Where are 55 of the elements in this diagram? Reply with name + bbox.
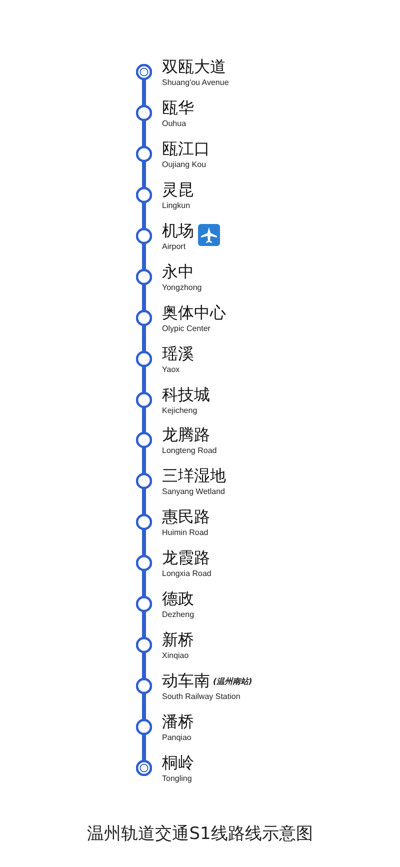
station-name-english: Lingkun (162, 200, 190, 211)
route-line (142, 242, 146, 270)
route-line (142, 529, 146, 556)
route-line (142, 570, 146, 598)
station-name: 惠民路 (162, 508, 210, 526)
route-line (142, 447, 146, 474)
station-name: 潘桥 (162, 713, 194, 732)
station-name-english: Tongling (162, 774, 192, 784)
route-line (142, 202, 146, 229)
station-name: 科技城 (162, 386, 210, 404)
station-name-english: Xinqiao (162, 651, 189, 662)
station-name-english: Airport (162, 242, 186, 252)
station-name: 三垟湿地 (162, 467, 226, 486)
route-line (142, 120, 146, 147)
station-name: 瑶溪 (162, 344, 194, 363)
station-name-english: Olypic Center (162, 324, 210, 334)
route-line (142, 366, 146, 393)
station-name: 奥体中心 (162, 304, 226, 322)
station-name-english: Ouhua (162, 118, 186, 129)
route-line (142, 406, 146, 434)
station-name-english: Panqiao (162, 733, 192, 744)
caption: 温州轨道交通S1线路线示意图 (87, 824, 313, 844)
station-name-english: Dezheng (162, 610, 194, 620)
route-line (142, 652, 146, 680)
station-name-english: Yongzhong (162, 282, 202, 293)
station-name: 新桥 (162, 631, 194, 650)
station-name: 瓯华 (162, 98, 194, 117)
route-line (142, 160, 146, 188)
station-name: 灵昆 (162, 180, 194, 199)
route-line (142, 79, 146, 106)
station-name-english: Oujiang Kou (162, 160, 206, 170)
station-name: 双瓯大道 (162, 58, 226, 76)
route-line (142, 324, 146, 352)
station-name: 动车南 (162, 672, 210, 690)
station-name-english: Sanyang Wetland (162, 487, 226, 498)
station-name-english: Longteng Road (162, 446, 217, 456)
route-line (142, 284, 146, 311)
station-name-english: Huimin Road (162, 528, 208, 538)
station-name: 德政 (162, 590, 194, 608)
station-name-english: Yaox (162, 364, 180, 375)
route-line (142, 488, 146, 516)
station-name: 永中 (162, 262, 194, 281)
route-line (142, 611, 146, 638)
route-line (142, 693, 146, 720)
station-name: 机场 (162, 222, 194, 240)
station-name: 桐岭 (162, 754, 194, 772)
station-name-english: Kejicheng (162, 406, 198, 416)
station-name-english: Longxia Road (162, 569, 212, 580)
station-alias: (温州南站) (213, 677, 252, 688)
station-name: 龙腾路 (162, 426, 210, 444)
station-name: 瓯江口 (162, 140, 210, 158)
station-name-english: South Railway Station (162, 692, 240, 702)
station-name-english: Shuang'ou Avenue (162, 78, 229, 88)
route-line (142, 734, 146, 761)
station-name: 龙霞路 (162, 549, 210, 568)
